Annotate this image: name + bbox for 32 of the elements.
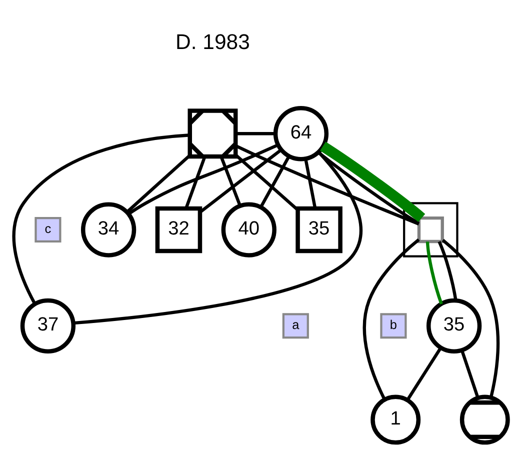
node-box: c <box>34 216 61 242</box>
connector <box>258 154 290 208</box>
node-box <box>416 216 444 243</box>
node-circle <box>459 394 510 444</box>
node-circle: 34 <box>80 202 136 257</box>
connector <box>316 150 420 224</box>
connector <box>234 153 298 210</box>
connector <box>441 238 500 398</box>
node-box: 32 <box>154 206 202 253</box>
node-circle: 1 <box>370 394 420 444</box>
connector <box>320 141 425 222</box>
node-circle: 40 <box>220 202 276 257</box>
node-box: b <box>380 312 406 338</box>
connector <box>235 132 276 135</box>
connector <box>437 240 457 300</box>
node-circle: 35 <box>426 298 482 353</box>
connector <box>234 144 419 225</box>
connector <box>425 241 442 304</box>
connector <box>304 158 316 208</box>
node-box: 35 <box>295 206 342 253</box>
connector <box>127 142 278 215</box>
connector <box>72 150 362 324</box>
connector <box>12 133 190 304</box>
connector <box>406 346 442 400</box>
node-label: D. 1983 <box>175 29 250 54</box>
node-circle: 64 <box>272 106 328 161</box>
node-circle: 37 <box>20 298 76 353</box>
connector <box>125 154 190 213</box>
cluster <box>402 202 458 257</box>
connector <box>460 349 479 398</box>
connector <box>362 238 420 400</box>
node-box: a <box>282 312 308 338</box>
